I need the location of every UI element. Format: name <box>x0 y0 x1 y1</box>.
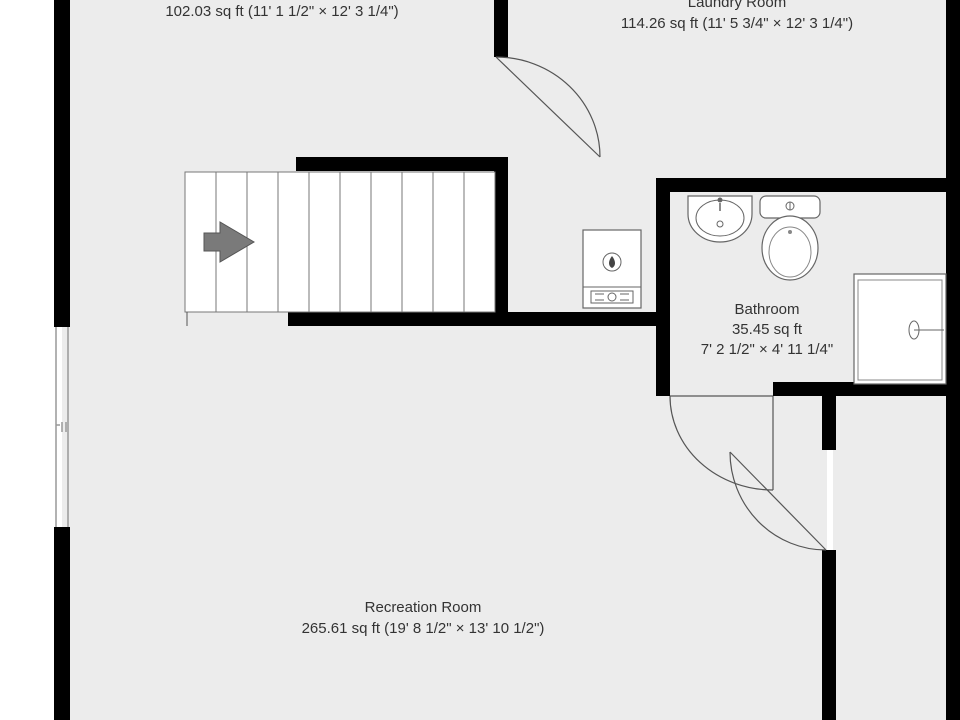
wall-top-divider <box>494 0 508 57</box>
wall-hall-lower <box>822 550 836 720</box>
bathroom-area: 35.45 sq ft <box>732 321 803 338</box>
recreation-room-name: Recreation Room <box>365 599 482 616</box>
window-left <box>55 327 69 527</box>
stairs <box>184 171 496 326</box>
wall-left-lower <box>54 527 70 720</box>
stairs-arrow-icon <box>203 221 255 263</box>
laundry-room-area: 114.26 sq ft (11' 5 3/4" × 12' 3 1/4") <box>621 15 853 32</box>
wall-bath-bottom <box>773 382 960 396</box>
door-top-swing <box>495 56 601 158</box>
sink-icon <box>687 195 753 243</box>
wall-laundry-right <box>946 0 960 180</box>
room-labels: 102.03 sq ft (11' 1 1/2" × 12' 3 1/4") L… <box>165 0 853 637</box>
wall-stair-bottom <box>288 312 665 326</box>
wall-bath-top <box>656 178 948 192</box>
doors <box>495 56 827 551</box>
bathroom-dims: 7' 2 1/2" × 4' 11 1/4" <box>701 341 833 358</box>
door-hall-swing <box>729 451 827 551</box>
bathroom-name: Bathroom <box>734 301 799 318</box>
door-hall-leaf <box>729 451 827 551</box>
wall-left-upper <box>54 0 70 327</box>
wall-stair-top <box>296 157 508 171</box>
wall-stair-right <box>494 157 508 325</box>
wall-bath-left <box>656 178 670 396</box>
door-bath-swing <box>669 395 774 491</box>
laundry-room-name: Laundry Room <box>688 0 786 11</box>
door-top-leaf <box>495 56 601 158</box>
floor-hall-right <box>833 392 948 720</box>
wall-hall-stub <box>822 392 836 450</box>
floor-laundry <box>502 0 948 180</box>
walls <box>54 0 960 720</box>
wall-bath-right <box>946 178 960 720</box>
top-left-room-area: 102.03 sq ft (11' 1 1/2" × 12' 3 1/4") <box>165 3 398 20</box>
recreation-room-area: 265.61 sq ft (19' 8 1/2" × 13' 10 1/2") <box>302 620 545 637</box>
shower <box>853 273 947 385</box>
furnace <box>582 229 642 309</box>
toilet-icon <box>759 195 821 281</box>
floor-recreation <box>62 320 827 720</box>
floor-areas <box>62 0 948 720</box>
